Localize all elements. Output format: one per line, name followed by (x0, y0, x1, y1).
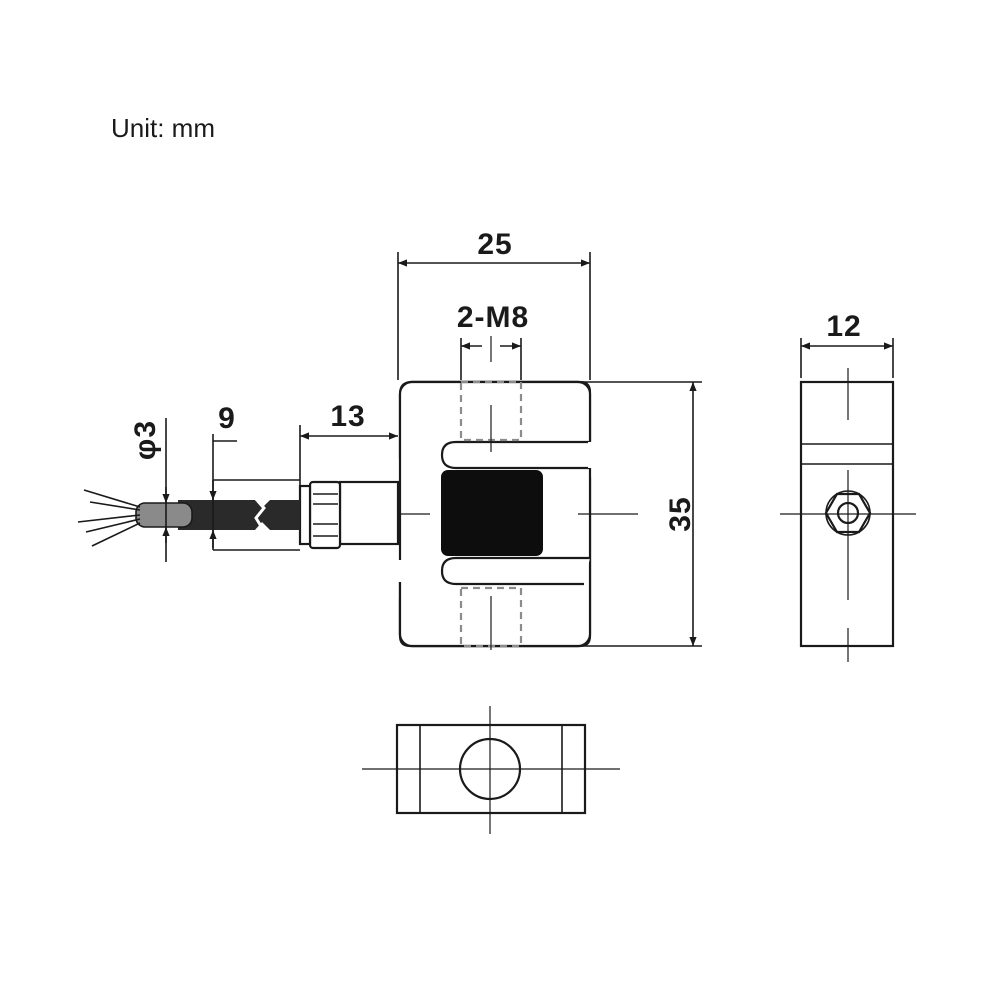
strain-gauge-pad (441, 470, 543, 556)
dim-gland: 13 (330, 400, 365, 433)
dim-cable-diameter: φ3 (129, 420, 162, 460)
dim-cable-end: 9 (218, 402, 236, 435)
upper-slot (440, 440, 590, 470)
cable-sleeve (135, 502, 193, 528)
dim-thread: 2-M8 (457, 301, 529, 334)
side-view (780, 368, 916, 662)
gland-nut (308, 480, 342, 550)
unit-label: Unit: mm (111, 113, 215, 143)
lower-slot (440, 556, 590, 586)
cable-gland (338, 480, 400, 546)
top-view (362, 706, 620, 834)
dim-width: 25 (477, 228, 512, 261)
dim-height: 35 (664, 496, 697, 531)
cable (178, 500, 300, 530)
front-view (77, 380, 638, 650)
cable-wires (77, 489, 141, 547)
dim-depth: 12 (826, 310, 861, 343)
